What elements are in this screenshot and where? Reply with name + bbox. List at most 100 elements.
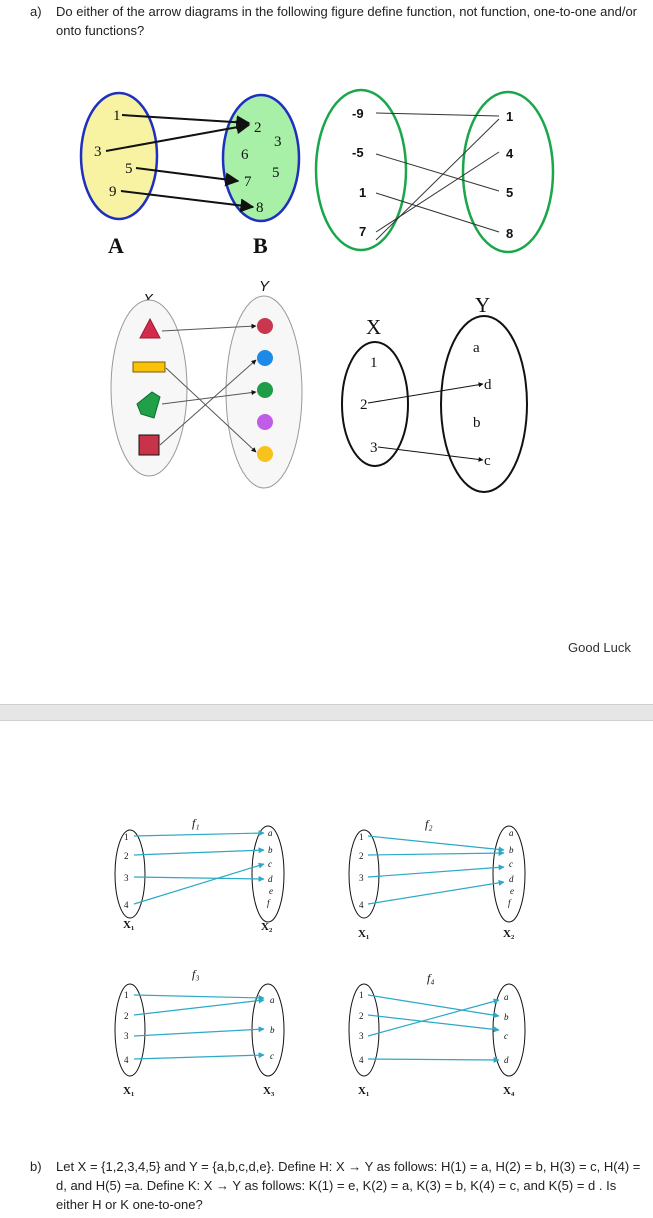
codomain-name: X₂: [261, 921, 273, 933]
mapping-arrow: [133, 994, 265, 1001]
mapping-arrow: [133, 997, 265, 1016]
domain-element: 2: [124, 1011, 129, 1021]
function-name: f₃: [192, 967, 200, 981]
domain-element: 4: [124, 1055, 129, 1065]
domain-element: 3: [124, 1031, 129, 1041]
left-element: 7: [359, 224, 366, 239]
mapping-arrow: [367, 998, 500, 1037]
question-b-text: Let X = {1,2,3,4,5} and Y = {a,b,c,d,e}.…: [56, 1159, 641, 1212]
a-element: 9: [109, 184, 117, 200]
codomain-element: d: [509, 874, 514, 884]
green-pentagon-icon: [136, 391, 161, 419]
codomain-element: a: [473, 340, 480, 356]
codomain-name: X₄: [503, 1085, 515, 1097]
good-luck-note: Good Luck: [568, 640, 631, 655]
b-element: 2: [254, 120, 262, 136]
mapping-line: [375, 192, 500, 233]
mapping-arrow: [159, 359, 257, 446]
right-element: 4: [506, 146, 514, 161]
mapping-arrow: [133, 1026, 265, 1037]
diagram-1: 1 3 5 9 2 3 6 5 7 8 A B: [79, 91, 301, 258]
mapping-arrow: [367, 850, 505, 857]
right-element: 1: [506, 109, 513, 124]
domain-element: 4: [359, 1055, 364, 1065]
mapping-line: [375, 151, 500, 233]
domain-ellipse: [341, 341, 409, 467]
a-element: 5: [125, 161, 133, 177]
codomain-element: a: [270, 995, 275, 1005]
mapping-arrow: [377, 446, 484, 462]
left-element: 1: [359, 185, 366, 200]
mapping-arrow: [161, 323, 257, 332]
mapping-arrow: [133, 847, 265, 856]
codomain-ellipse: [440, 315, 528, 493]
domain-element: 1: [359, 990, 364, 1000]
question-a-text: Do either of the arrow diagrams in the f…: [56, 4, 638, 38]
codomain-element: c: [509, 859, 513, 869]
domain-element: 1: [359, 832, 364, 842]
codomain-element: b: [504, 1012, 509, 1022]
domain-name: X₁: [123, 919, 134, 931]
b-element: 5: [272, 165, 280, 181]
mapping-arrow: [161, 390, 257, 405]
question-a-label: a): [30, 4, 42, 19]
domain-element: 1: [124, 990, 129, 1000]
set-a-ellipse: [79, 91, 159, 221]
mapping-line: [375, 112, 500, 117]
domain-ellipse: [114, 829, 146, 919]
codomain-ellipse: [492, 983, 526, 1077]
function-name: f₄: [427, 971, 435, 985]
blue-dot-icon: [257, 350, 273, 366]
b-element: 6: [241, 147, 249, 163]
function-f1-diagram: f₁ 1 2 3 4 a b c d e f X₁ X₂: [114, 816, 285, 933]
red-square-icon: [138, 434, 160, 456]
mapping-arrow: [367, 1056, 500, 1063]
domain-name: X₁: [358, 928, 369, 940]
codomain-element: c: [268, 859, 272, 869]
right-element: 8: [506, 226, 513, 241]
left-element: -9: [352, 106, 364, 121]
codomain-name: X₂: [503, 928, 515, 940]
b-element: 3: [274, 134, 282, 150]
codomain-element: d: [484, 377, 492, 393]
b-element: 7: [244, 174, 252, 190]
domain-element: 2: [359, 851, 364, 861]
domain-element: 2: [359, 1011, 364, 1021]
function-f4-diagram: f₄ 1 2 3 4 a b c d X₁ X₄: [348, 971, 526, 1097]
function-name: f₁: [192, 816, 200, 830]
codomain-element: e: [269, 886, 273, 896]
codomain-element: b: [509, 845, 514, 855]
domain-name: X₁: [123, 1085, 134, 1097]
red-dot-icon: [257, 318, 273, 334]
codomain-element: a: [504, 992, 509, 1002]
domain-name: X₁: [358, 1085, 369, 1097]
left-set-ellipse: [314, 88, 408, 252]
domain-ellipse: [348, 983, 380, 1077]
diagram-3: X Y: [110, 278, 303, 489]
domain-element: 3: [370, 440, 378, 456]
left-element: -5: [352, 145, 364, 160]
codomain-element: d: [504, 1055, 509, 1065]
mapping-line: [375, 153, 500, 192]
codomain-element: b: [268, 845, 273, 855]
codomain-element: a: [509, 828, 514, 838]
mapping-arrow: [135, 167, 240, 187]
mapping-arrow: [133, 830, 265, 837]
mapping-arrow: [367, 994, 500, 1019]
diagram-2: -9 -5 1 7 1 4 5 8: [314, 88, 555, 254]
a-element: 3: [94, 144, 102, 160]
codomain-element: c: [270, 1051, 274, 1061]
domain-ellipse: [114, 983, 146, 1077]
domain-element: 1: [370, 355, 378, 371]
a-element: 1: [113, 108, 121, 124]
set-b-name: B: [253, 233, 268, 258]
green-dot-icon: [257, 382, 273, 398]
codomain-name: X₃: [263, 1085, 275, 1097]
function-name: f₂: [425, 817, 433, 831]
yellow-dot-icon: [257, 446, 273, 462]
codomain-element: b: [270, 1025, 275, 1035]
mapping-arrow: [133, 875, 265, 882]
mapping-arrow: [120, 190, 255, 213]
domain-element: 4: [359, 900, 364, 910]
